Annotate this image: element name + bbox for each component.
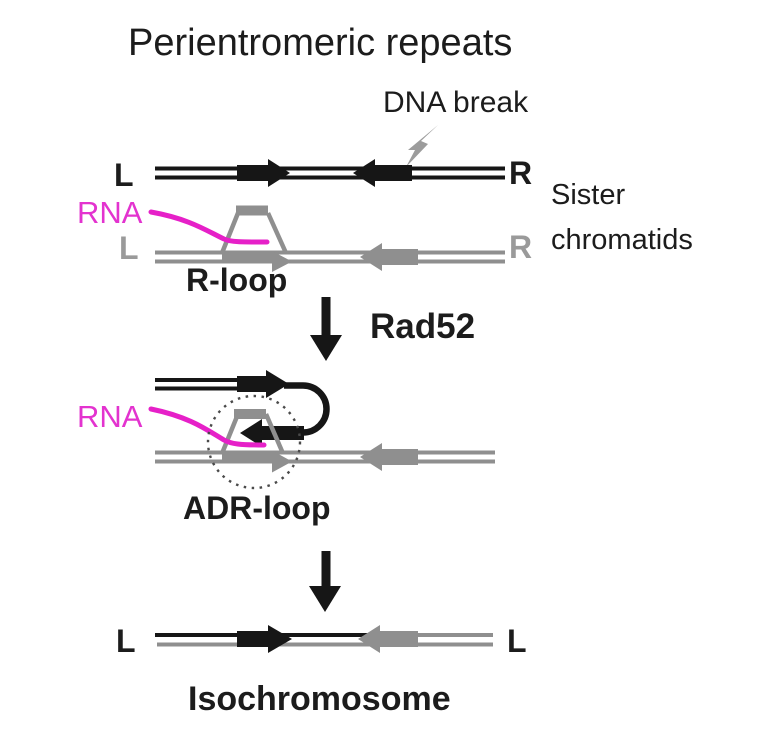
black-repeat-arrow-right (237, 370, 289, 398)
black-repeat-arrow-right (237, 625, 292, 653)
top-black-left-arm-label: L (114, 157, 134, 193)
r-loop-bubble (219, 409, 286, 455)
rna-label: RNA (77, 399, 143, 434)
step2 (309, 551, 341, 612)
rna-strand (148, 209, 270, 245)
black-repeat-arrow-right (237, 159, 290, 187)
rna-strand (148, 406, 267, 448)
adr-loop-highlight-circle (206, 394, 302, 490)
middle-black-chromatid (155, 370, 330, 447)
loop-displaced-repeat (234, 409, 266, 419)
top-gray-left-arm-label: L (119, 230, 139, 266)
down-arrow-2-head (309, 586, 341, 612)
down-arrow-2-shaft (321, 551, 331, 589)
iso-left-arm-label: L (116, 623, 136, 659)
top-section: DNA break L R Sister chromatids (77, 86, 693, 298)
r-loop-label: R-loop (186, 262, 287, 298)
step1: Rad52 (310, 297, 475, 361)
isochromosome-label: Isochromosome (188, 680, 451, 718)
dna-break-label: DNA break (383, 86, 529, 119)
loop-right-leg (265, 212, 289, 254)
strand-u-turn (284, 382, 330, 436)
isochromosome-section: L L Isochromosome (116, 623, 527, 718)
down-arrow-1-shaft (321, 297, 331, 337)
adr-loop-section: RNA ADR-loop (77, 370, 495, 526)
sister-chromatids-label-line2: chromatids (551, 224, 693, 256)
gray-repeat-segment (222, 451, 272, 462)
top-black-right-arm-label: R (509, 155, 532, 191)
loop-left-leg (219, 413, 241, 455)
down-arrow-1-head (310, 335, 342, 361)
black-repeat-arrow-left (353, 159, 412, 187)
gray-repeat-arrow-left (360, 243, 418, 271)
gray-repeat-segment (222, 251, 272, 262)
top-gray-chromatid (148, 205, 505, 272)
top-gray-right-arm-label: R (509, 229, 532, 265)
top-black-chromatid (155, 159, 505, 187)
sister-chromatids-label-line1: Sister (551, 179, 625, 211)
middle-gray-chromatid (148, 406, 495, 473)
adr-loop-label: ADR-loop (183, 490, 331, 526)
iso-right-arm-label: L (507, 623, 527, 659)
loop-displaced-repeat (236, 205, 268, 216)
gray-repeat-arrowhead (272, 450, 292, 473)
rad52-label: Rad52 (370, 307, 475, 346)
gray-repeat-arrowhead (272, 251, 292, 272)
loop-right-leg (263, 413, 286, 455)
r-loop-bubble (219, 205, 289, 254)
figure-title: Perientromeric repeats (128, 22, 512, 64)
rna-label: RNA (77, 195, 143, 230)
gray-repeat-arrow-left (360, 443, 418, 471)
gray-repeat-arrow-left (358, 625, 418, 653)
loop-left-leg (219, 212, 241, 254)
dna-break-bolt-icon (406, 125, 438, 167)
